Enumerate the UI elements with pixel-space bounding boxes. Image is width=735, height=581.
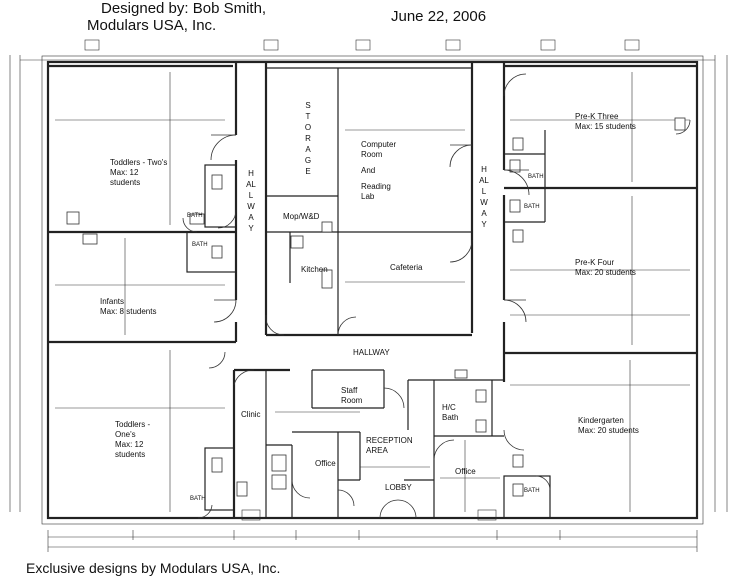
room-toddlers-twos: Toddlers - Two's Max: 12 students xyxy=(110,158,168,187)
room-clinic: Clinic xyxy=(241,410,261,419)
company-name: Modulars USA, Inc. xyxy=(87,17,217,34)
dimension-lines xyxy=(9,55,728,552)
hallway-left-label: HALLWAY xyxy=(246,169,256,233)
plan-date: June 22, 2006 xyxy=(391,8,487,25)
room-kitchen: Kitchen xyxy=(301,265,328,274)
bath-label-3: BATH xyxy=(190,496,206,502)
room-toddlers-ones: Toddlers - One's Max: 12 students xyxy=(115,420,151,459)
roof-vents xyxy=(84,39,640,51)
hallway-right-label: HALLWAY xyxy=(479,165,489,229)
left-baths xyxy=(66,164,248,511)
room-reception: RECEPTION AREA xyxy=(366,436,413,455)
room-hc-bath: H/C Bath xyxy=(442,403,459,422)
room-kindergarten: Kindergarten Max: 20 students xyxy=(578,416,639,435)
room-prek-four: Pre-K Four Max: 20 students xyxy=(575,258,636,277)
room-staff: Staff Room xyxy=(341,386,363,405)
center-block-walls xyxy=(265,67,472,337)
room-mop-wd: Mop/W&D xyxy=(283,212,320,221)
footer-note: Exclusive designs by Modulars USA, Inc. xyxy=(26,560,281,576)
bath-label-2: BATH xyxy=(192,242,208,248)
room-office-left: Office xyxy=(315,459,336,468)
right-wing-walls xyxy=(503,64,697,519)
room-computer-lab: Computer Room And Reading Lab xyxy=(361,140,397,201)
bath-label-5: BATH xyxy=(524,204,540,210)
designer-credit: Designed by: Bob Smith, xyxy=(101,0,267,17)
door-swings xyxy=(182,73,691,519)
hallway-center-label: HALLWAY xyxy=(353,348,390,357)
lower-center-walls xyxy=(234,368,504,518)
bath-label-4: BATH xyxy=(528,174,544,180)
room-prek-three: Pre-K Three Max: 15 students xyxy=(575,112,636,131)
room-lobby: LOBBY xyxy=(385,483,412,492)
exterior-stoops xyxy=(241,509,497,521)
room-infants: Infants Max: 8 students xyxy=(100,297,157,316)
room-storage: STORAGE xyxy=(304,101,312,176)
room-office-right: Office xyxy=(455,467,476,476)
bath-label-6: BATH xyxy=(524,488,540,494)
room-cafeteria: Cafeteria xyxy=(390,263,423,272)
left-wing-walls xyxy=(48,62,238,518)
exterior-wall xyxy=(46,60,699,520)
bath-label-1: BATH xyxy=(187,213,203,219)
